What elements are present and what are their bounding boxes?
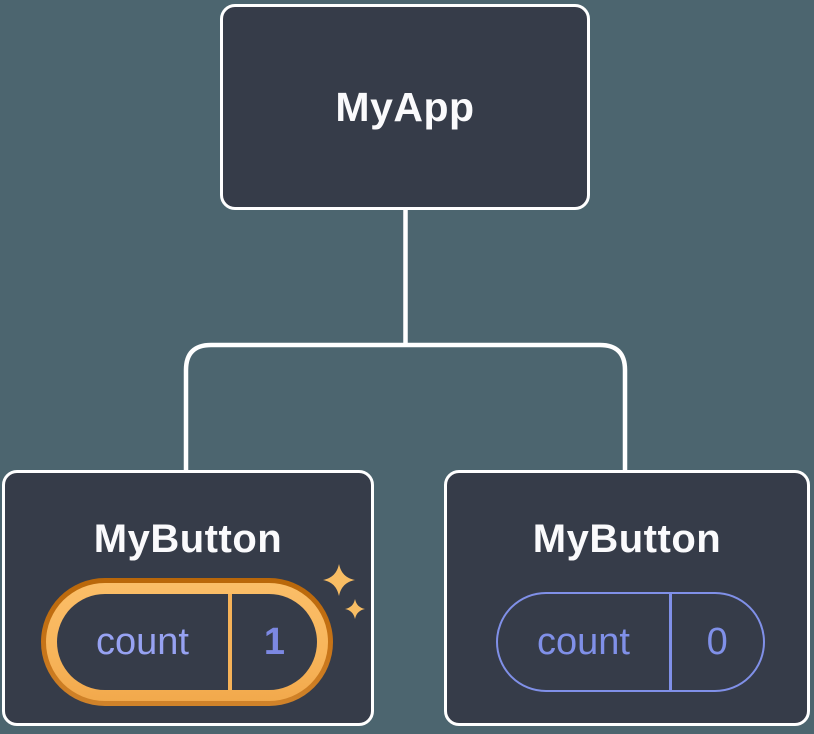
component-label-myapp: MyApp — [335, 83, 475, 130]
state-value: 1 — [263, 620, 286, 663]
state-name: count — [537, 620, 630, 663]
state-pill-plain: count 0 — [496, 592, 765, 692]
state-pill-highlighted: count 1 — [41, 578, 333, 706]
component-label-mybutton-left: MyButton — [93, 517, 283, 561]
state-pill-divider — [228, 594, 232, 690]
state-value: 0 — [706, 620, 728, 663]
component-label-mybutton-right: MyButton — [532, 517, 722, 561]
state-pill-highlight-ring: count 1 — [46, 583, 328, 701]
state-pill-divider — [669, 594, 672, 690]
sparkle-icon — [345, 599, 365, 619]
component-node-mybutton-right: MyButton count 0 — [444, 470, 810, 726]
sparkle-icon — [323, 564, 355, 596]
component-node-mybutton-left: MyButton count 1 — [2, 470, 374, 726]
state-pill-body: count 1 — [57, 594, 317, 690]
component-node-myapp: MyApp — [220, 4, 590, 210]
state-name: count — [96, 620, 189, 663]
